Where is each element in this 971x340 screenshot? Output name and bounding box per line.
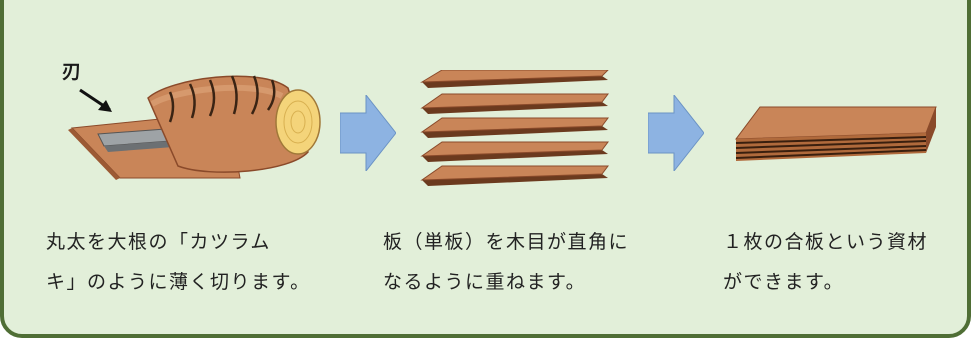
step-1-caption: 丸太を大根の「カツラム キ」のように薄く切ります。 (46, 222, 311, 302)
veneer-layer-5 (420, 165, 609, 186)
veneer-layer-3 (420, 117, 609, 138)
step-1-line-2: キ」のように薄く切ります。 (46, 271, 311, 293)
blade-label: 刃 (62, 61, 82, 83)
process-arrow-2 (648, 95, 704, 171)
step-2-line-1: 板（単板）を木目が直角に (383, 231, 630, 253)
plywood-edge (735, 107, 936, 161)
blade-pointer-arrow (79, 88, 112, 112)
veneer-layer-1 (420, 70, 609, 88)
process-arrow-1 (340, 95, 396, 171)
veneer-layer-2 (420, 93, 609, 114)
step-2-caption: 板（単板）を木目が直角に なるように重ねます。 (383, 222, 629, 302)
log (147, 75, 321, 173)
log-peeling-illustration (68, 75, 321, 180)
stacked-veneer-illustration (420, 70, 609, 186)
step-3-line-1: １枚の合板という資材 (723, 231, 929, 253)
step-2-line-2: なるように重ねます。 (383, 271, 587, 293)
step-3-line-2: ができます。 (723, 271, 845, 293)
veneer-layer-4 (420, 141, 609, 162)
step-1-line-1: 丸太を大根の「カツラム (46, 231, 271, 253)
log-end (275, 89, 321, 155)
plywood-illustration (734, 106, 937, 161)
step-3-caption: １枚の合板という資材 ができます。 (723, 222, 928, 302)
